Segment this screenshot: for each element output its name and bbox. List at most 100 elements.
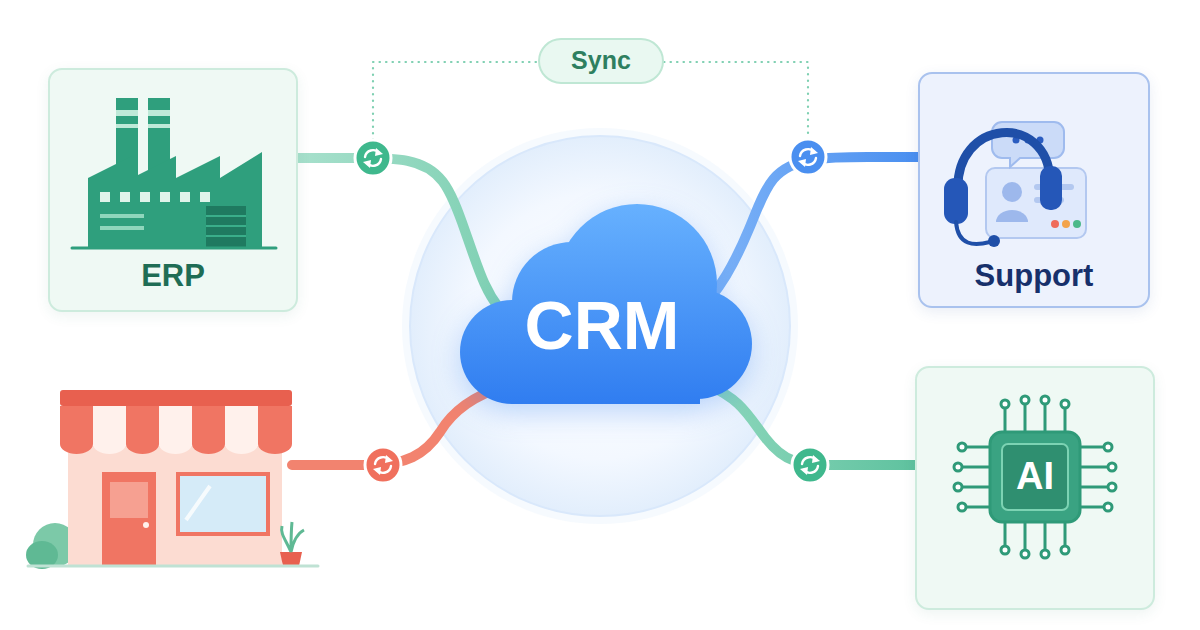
- ai-box: AI: [915, 366, 1155, 610]
- headset-icon: [1034, 197, 1064, 203]
- factory-icon: [116, 124, 138, 128]
- chip-icon: [1041, 550, 1049, 558]
- store-illustration: [258, 406, 292, 454]
- headset-icon: [996, 210, 1028, 222]
- sync-icon: [812, 455, 820, 463]
- node-label: CRM: [452, 287, 752, 363]
- sync-connector: [707, 157, 918, 302]
- sync-icon: [800, 467, 808, 475]
- sync-pill: Sync: [538, 38, 664, 84]
- sync-icon: [385, 455, 393, 463]
- sync-icon: [365, 447, 401, 483]
- store-illustration: [93, 406, 126, 454]
- chip-icon: [1108, 483, 1116, 491]
- chip-icon: [958, 503, 966, 511]
- store-illustration: [178, 474, 268, 534]
- headset-icon: [1034, 184, 1074, 190]
- sync-icon: [373, 466, 391, 475]
- store-illustration: [159, 406, 192, 454]
- chip-icon: [1001, 400, 1009, 408]
- node-label: ERP: [50, 256, 296, 296]
- factory-icon: [140, 192, 150, 202]
- factory-icon: [206, 216, 246, 236]
- node-label: Support: [920, 254, 1148, 298]
- chip-icon: [1104, 443, 1112, 451]
- store-illustration: [26, 390, 318, 569]
- chip-icon: [1104, 503, 1112, 511]
- chip-icon: [1001, 546, 1009, 554]
- headset-icon: [1062, 220, 1070, 228]
- factory-icon: [100, 192, 110, 202]
- chip-icon: [1061, 400, 1069, 408]
- sync-icon: [790, 139, 826, 175]
- sync-icon: [375, 148, 383, 156]
- headset-icon: [986, 168, 1086, 238]
- chip-icon: [958, 443, 966, 451]
- store-illustration: [68, 446, 282, 565]
- sync-icon: [365, 447, 401, 483]
- factory-icon: [100, 226, 144, 230]
- sync-icon: [792, 447, 828, 483]
- store-illustration: [102, 472, 156, 565]
- sync-icon: [802, 457, 816, 464]
- store-illustration: [143, 522, 149, 528]
- chip-icon: [954, 396, 1116, 558]
- headset-icon: [944, 122, 1086, 247]
- chip-icon: [962, 447, 990, 507]
- store-illustration: [28, 565, 318, 568]
- store-illustration: [110, 482, 148, 518]
- factory-icon: [148, 98, 170, 180]
- chip-icon: [1021, 550, 1029, 558]
- factory-icon: [200, 192, 210, 202]
- chip-icon: [1005, 404, 1065, 432]
- node-label: AI: [917, 452, 1153, 502]
- factory-icon: [180, 192, 190, 202]
- store-illustration: [60, 390, 292, 406]
- headset-icon: [944, 178, 968, 224]
- sync-dotted-line: [664, 62, 808, 138]
- factory-icon: [160, 192, 170, 202]
- chip-icon: [1005, 522, 1065, 550]
- chip-icon: [1080, 447, 1108, 507]
- store-illustration: [60, 406, 93, 454]
- sync-connector: [702, 382, 915, 465]
- chip-icon: [1021, 396, 1029, 404]
- headset-icon: [1002, 182, 1022, 202]
- sync-connector: [298, 158, 502, 312]
- sync-icon: [800, 149, 814, 156]
- sync-icon: [375, 457, 389, 464]
- glow-circle: [402, 128, 798, 524]
- chip-icon: [1061, 546, 1069, 554]
- node-label: Sync: [540, 40, 662, 82]
- sync-icon: [365, 150, 379, 157]
- sync-icon: [810, 147, 818, 155]
- store-illustration: [282, 522, 304, 552]
- sync-icon: [798, 159, 806, 167]
- sync-icon: [367, 159, 381, 166]
- glow-circle: [410, 136, 790, 516]
- headset-icon: [958, 133, 1050, 192]
- headset-icon: [1013, 137, 1020, 144]
- headset-icon: [1051, 220, 1059, 228]
- sync-icon: [804, 466, 818, 473]
- store-illustration: [280, 552, 302, 566]
- store-wire: [292, 386, 505, 465]
- headset-icon: [1025, 137, 1032, 144]
- chip-icon: [954, 463, 962, 471]
- headset-icon: [988, 235, 1000, 247]
- sync-icon: [373, 467, 381, 475]
- factory-icon: [148, 110, 170, 116]
- sync-icon: [798, 158, 816, 167]
- chip-icon: [1002, 444, 1068, 510]
- store-illustration: [126, 406, 159, 454]
- factory-icon: [72, 247, 276, 250]
- chip-icon: [1108, 463, 1116, 471]
- factory-icon: [100, 214, 144, 218]
- chip-icon: [954, 483, 962, 491]
- sync-icon: [377, 466, 391, 473]
- factory-icon: [88, 152, 262, 247]
- chip-icon: [1041, 396, 1049, 404]
- support-box: Support: [918, 72, 1150, 308]
